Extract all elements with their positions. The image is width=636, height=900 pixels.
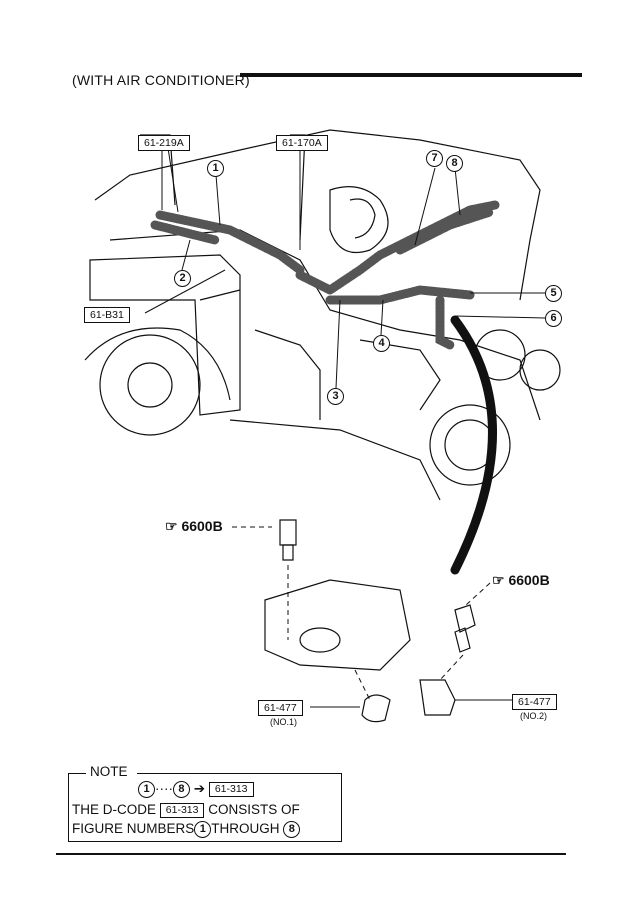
reference-6600B-left: ☞ 6600B <box>165 518 223 534</box>
figure-number-2: 2 <box>174 270 191 287</box>
header-rule <box>240 73 582 77</box>
callout-61-477-no2: 61-477 <box>512 694 557 710</box>
callout-61-477-no2-sub: (NO.2) <box>520 711 547 721</box>
callout-61-477-no1: 61-477 <box>258 700 303 716</box>
figure-number-6: 6 <box>545 310 562 327</box>
note-line-2: THE D-CODE 61-313 CONSISTS OF <box>72 802 300 818</box>
footer-rule <box>56 853 566 855</box>
note-code: 61-313 <box>159 802 205 818</box>
note-title: NOTE <box>90 764 128 779</box>
note-box <box>68 773 342 842</box>
reference-6600B-right: ☞ 6600B <box>492 572 550 588</box>
note-border-right <box>137 773 341 775</box>
figure-number-7: 7 <box>426 150 443 167</box>
page-title: (WITH AIR CONDITIONER) <box>72 72 250 88</box>
figure-number-4: 4 <box>373 335 390 352</box>
note-range-target: 61-313 <box>208 782 254 797</box>
callout-61-170A: 61-170A <box>276 135 328 151</box>
note-line3-start: 1 <box>194 821 212 838</box>
figure-number-3: 3 <box>327 388 344 405</box>
hand-pointer-icon: ☞ <box>165 518 178 534</box>
callout-61-219A: 61-219A <box>138 135 190 151</box>
arrow-right-icon: ➔ <box>193 781 206 797</box>
note-border-left <box>68 773 86 775</box>
note-line3-end: 8 <box>283 821 301 838</box>
note-range-end: 8 <box>172 781 190 798</box>
hand-pointer-icon: ☞ <box>492 572 505 588</box>
note-range-dots: ···· <box>155 781 173 797</box>
figure-number-5: 5 <box>545 285 562 302</box>
note-range-line: 1····8 ➔ 61-313 <box>138 781 254 798</box>
figure-number-8: 8 <box>446 155 463 172</box>
callout-61-B31: 61-B31 <box>84 307 130 323</box>
note-range-start: 1 <box>138 781 155 798</box>
figure-number-1: 1 <box>207 160 224 177</box>
callout-61-477-no1-sub: (NO.1) <box>270 717 297 727</box>
